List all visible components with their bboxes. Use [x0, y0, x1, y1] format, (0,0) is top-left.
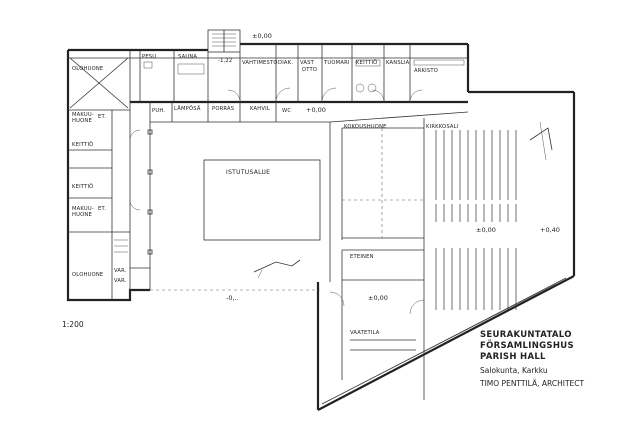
room-label-tuomari: TUOMARI: [323, 60, 350, 66]
room-label-olohuone-bottom: OLOHUONE: [72, 272, 103, 278]
room-label-et-1: ET.: [98, 114, 106, 120]
cabinet: [413, 59, 465, 66]
door-swing: [409, 299, 425, 315]
door-swing: [275, 87, 291, 103]
room-label-kanslia: KANSLIA: [386, 60, 410, 66]
room-label-makuu-2a: MAKUU-: [72, 206, 94, 212]
door-swing: [329, 291, 345, 307]
caption-title-sv: FÖRSAMLINGSHUS: [480, 341, 574, 351]
left-wing-outer-wall: [66, 50, 150, 302]
room-label-makuu-1b: HUONE: [72, 118, 92, 124]
room-label-porras: PORRAS: [212, 106, 234, 112]
diagonal-wall-outer: [317, 275, 575, 411]
door-swing: [409, 89, 423, 103]
door-swing: [129, 129, 141, 141]
scale-label: 1:200: [62, 320, 84, 329]
elevation-corridor-mid: +0,00: [306, 106, 326, 114]
elevation-hall-right: +0,40: [540, 226, 560, 234]
door-swing: [321, 87, 337, 103]
room-label-pesu: PESU: [142, 54, 156, 60]
altar-rail: [529, 127, 553, 151]
caption-title-fi: SEURAKUNTATALO: [480, 330, 572, 340]
door-swing: [129, 199, 141, 211]
kitchen-counter: [355, 59, 381, 67]
room-label-kirkkosali: KIRKKOSALI: [426, 124, 459, 130]
sauna-bench: [177, 63, 205, 75]
fixture-circle: [355, 83, 365, 93]
altar-axis: [539, 121, 547, 161]
room-label-et-2: ET.: [98, 206, 106, 212]
room-label-keittio-top: KEITTIÖ: [356, 59, 377, 66]
room-label-puh: PUH.: [152, 108, 165, 114]
planting-area: [203, 159, 321, 241]
room-label-olohuone-top: OLOHUONE: [72, 66, 103, 72]
sink-fixture: [143, 61, 153, 69]
room-label-arkisto: ARKISTO: [414, 68, 438, 74]
fixture-circle: [367, 83, 377, 93]
left-room-diag: [69, 57, 129, 109]
room-label-lamposo: LÄMPÖSÄ: [174, 105, 201, 112]
room-label-vaatetila: VAATETILA: [350, 330, 380, 336]
room-label-wc: WC: [282, 108, 291, 114]
room-label-kokoushuone: KOKOUSHUONE: [344, 124, 387, 130]
pew-rows: [435, 130, 517, 310]
room-label-keittio-left-1: KEITTIÖ: [72, 141, 93, 148]
sculpture-mark: [253, 259, 301, 273]
room-label-eteinen: ETEINEN: [350, 254, 374, 260]
room-label-makuu-1a: MAKUU-: [72, 112, 94, 118]
room-label-varasto-a: VAR.: [114, 268, 127, 274]
door-swing: [371, 89, 385, 103]
room-label-otto: OTTO: [302, 67, 317, 73]
room-label-istutusalue: ISTUTUSALUE: [226, 169, 270, 176]
room-label-makuu-2b: HUONE: [72, 212, 92, 218]
room-label-varasto-b: VAR.: [114, 278, 127, 284]
caption-architect: TIMO PENTTILÄ, ARCHITECT: [480, 379, 585, 388]
door-swing: [227, 89, 241, 103]
diagonal-wall-inner-2: [329, 283, 557, 401]
room-label-kahvila: KAHVIL: [250, 106, 270, 112]
elevation-top-corridor: ±0,00: [252, 32, 272, 40]
sculpture-mark: [257, 269, 263, 279]
caption-location: Salokunta, Karkku: [480, 366, 548, 375]
room-label-vahtimesto: VAHTIMESTO: [242, 60, 278, 66]
elevation-courtyard: -0,..: [226, 294, 239, 302]
room-label-diak: DIAK.: [278, 60, 293, 66]
room-label-sauna: SAUNA: [178, 54, 197, 60]
room-label-vast: VAST: [300, 60, 315, 66]
room-label-keittio-left-2: KEITTIÖ: [72, 183, 93, 190]
elevation-eteinen: ±0,00: [368, 294, 388, 302]
corridor-wall-lower-2: [329, 111, 469, 123]
room-label-vaatehuone-elev: -1,22: [218, 58, 232, 64]
elevation-hall-center: ±0,00: [476, 226, 496, 234]
caption-title-en: PARISH HALL: [480, 352, 546, 362]
